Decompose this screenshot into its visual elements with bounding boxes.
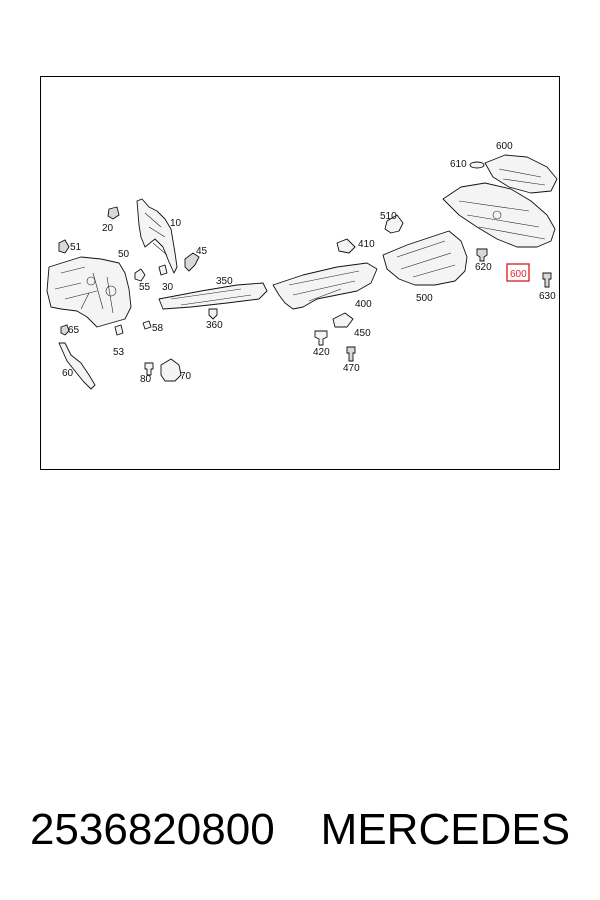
- part-360-clip: [208, 308, 218, 320]
- part-caption: 2536820800 MERCEDES: [0, 800, 600, 860]
- label-450: 450: [354, 328, 371, 339]
- label-420: 420: [313, 347, 330, 358]
- part-630-bolt: [542, 272, 552, 288]
- part-610-clip: [469, 161, 485, 169]
- part-420-clip: [314, 330, 328, 346]
- part-58-clip: [142, 320, 152, 330]
- label-630: 630: [539, 291, 556, 302]
- label-410: 410: [358, 239, 375, 250]
- part-600-main: [442, 182, 556, 248]
- label-58: 58: [152, 323, 164, 334]
- label-65: 65: [68, 325, 80, 336]
- part-470-bolt: [346, 346, 356, 362]
- part-20-clip: [107, 206, 120, 220]
- label-60: 60: [62, 368, 74, 379]
- part-10: [136, 198, 178, 274]
- label-360: 360: [206, 320, 223, 331]
- label-45: 45: [196, 246, 208, 257]
- part-600-upper: [484, 154, 558, 194]
- label-600-highlighted: 600: [510, 269, 527, 280]
- part-55-clip: [134, 268, 146, 282]
- part-500: [382, 230, 468, 286]
- label-600-upper: 600: [496, 141, 513, 152]
- part-450-bracket: [332, 312, 354, 328]
- part-53-clip: [114, 324, 124, 336]
- label-10: 10: [170, 218, 182, 229]
- label-610: 610: [450, 159, 467, 170]
- label-510: 510: [380, 211, 397, 222]
- part-30-clip: [158, 264, 168, 276]
- label-350: 350: [216, 276, 233, 287]
- label-50: 50: [118, 249, 130, 260]
- label-53: 53: [113, 347, 125, 358]
- exploded-view: 10 20 30 45 50 51 53 55 58 60 65 70 80 3…: [46, 141, 558, 390]
- highlight-box: [506, 263, 530, 282]
- part-51-clip: [58, 239, 70, 254]
- part-80-bolt: [144, 362, 154, 376]
- label-51: 51: [70, 242, 82, 253]
- part-620-clip: [476, 248, 488, 262]
- label-70: 70: [180, 371, 192, 382]
- part-400: [272, 262, 378, 310]
- label-400: 400: [355, 299, 372, 310]
- part-number: 2536820800: [29, 805, 275, 854]
- part-65-clip: [60, 324, 70, 336]
- part-350: [158, 282, 268, 310]
- part-60-strap: [58, 342, 96, 390]
- part-410-bracket: [336, 238, 356, 254]
- part-70-bracket: [160, 358, 182, 382]
- parts-diagram: 10 20 30 45 50 51 53 55 58 60 65 70 80 3…: [40, 76, 560, 470]
- label-55: 55: [139, 282, 151, 293]
- label-20: 20: [102, 223, 114, 234]
- part-510-bracket: [384, 214, 404, 234]
- brand-name: MERCEDES: [320, 805, 571, 854]
- part-45-clip: [184, 252, 200, 272]
- part-50: [46, 256, 132, 328]
- label-470: 470: [343, 363, 360, 374]
- label-620: 620: [475, 262, 492, 273]
- label-500: 500: [416, 293, 433, 304]
- callout-labels: 10 20 30 45 50 51 53 55 58 60 65 70 80 3…: [62, 141, 556, 385]
- label-30: 30: [162, 282, 174, 293]
- label-80: 80: [140, 374, 152, 385]
